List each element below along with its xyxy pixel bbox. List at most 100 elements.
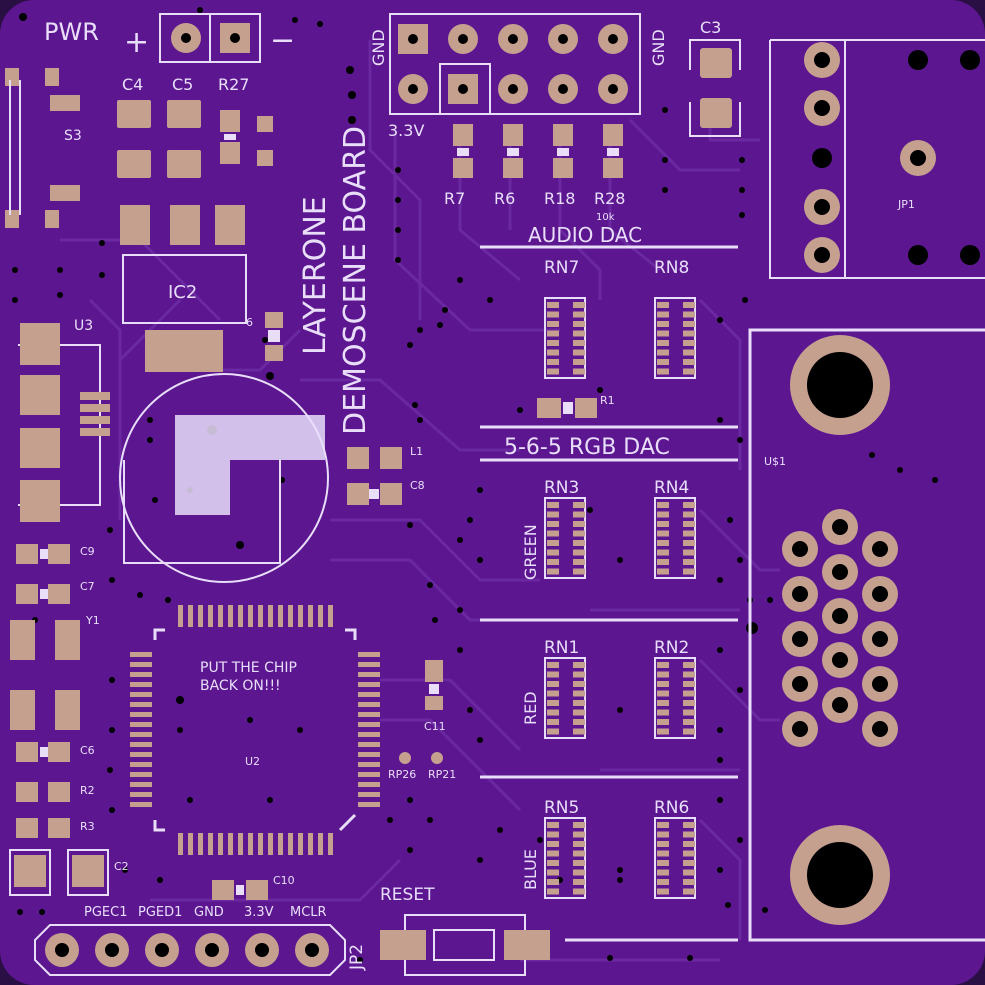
label-mclr: MCLR bbox=[290, 905, 327, 920]
vga-pin-hole bbox=[832, 652, 848, 668]
label-rgb-dac: 5-6-5 RGB DAC bbox=[504, 435, 670, 460]
rn-pad bbox=[683, 521, 695, 527]
rn-pad bbox=[657, 860, 669, 866]
vga-pin-hole bbox=[792, 541, 808, 557]
u2-pin bbox=[248, 833, 253, 855]
u2-pin bbox=[188, 605, 193, 627]
ic2-outline bbox=[122, 254, 247, 324]
label-c8: C8 bbox=[410, 479, 425, 492]
u2-pin bbox=[278, 605, 283, 627]
u2-pin bbox=[130, 722, 152, 727]
regulator-u3 bbox=[18, 323, 110, 522]
u2-pin bbox=[268, 833, 273, 855]
u2-pin bbox=[278, 833, 283, 855]
rn-pad bbox=[657, 330, 669, 337]
u2-pin bbox=[358, 692, 380, 697]
top-left-parts bbox=[5, 68, 283, 372]
c11-rp bbox=[399, 660, 443, 764]
rn-pad bbox=[683, 709, 695, 716]
rn-pad bbox=[683, 311, 695, 318]
u2-pin bbox=[130, 792, 152, 797]
rn-pad bbox=[683, 681, 695, 687]
u2-pin bbox=[358, 722, 380, 727]
rn-pad bbox=[547, 671, 559, 678]
rn-pad bbox=[657, 879, 669, 885]
label-r6: R6 bbox=[494, 189, 515, 208]
rn-pad bbox=[683, 368, 695, 375]
u2-pin bbox=[288, 605, 293, 627]
rn-pad bbox=[683, 302, 695, 308]
rn-pad bbox=[573, 822, 585, 828]
rn-pad bbox=[547, 321, 559, 327]
reset-button[interactable] bbox=[380, 914, 550, 976]
u2-pin bbox=[130, 782, 152, 787]
rn-pad bbox=[683, 549, 695, 556]
rn-pad bbox=[683, 869, 695, 876]
u2-pin bbox=[130, 732, 152, 737]
u2-pin bbox=[198, 833, 203, 855]
label-r28-value: 10k bbox=[596, 212, 615, 223]
u2-pin bbox=[358, 742, 380, 747]
rn-pad bbox=[547, 841, 559, 847]
rn-pad bbox=[657, 530, 669, 537]
u2-pin bbox=[218, 605, 223, 627]
label-reset: RESET bbox=[380, 885, 435, 905]
label-l1: L1 bbox=[410, 445, 423, 458]
u2-pin bbox=[258, 833, 263, 855]
rn-pad bbox=[657, 869, 669, 876]
u2-pin bbox=[288, 833, 293, 855]
u2-pin bbox=[218, 833, 223, 855]
rn-pad bbox=[547, 559, 559, 565]
label-rp26: RP26 bbox=[388, 768, 416, 781]
rn-pad bbox=[657, 340, 669, 346]
programming-header-jp2 bbox=[34, 924, 346, 976]
label-r3: R3 bbox=[80, 820, 95, 833]
rn-pad bbox=[657, 681, 669, 687]
u2-pin bbox=[298, 833, 303, 855]
u2-pin bbox=[328, 605, 333, 627]
rn-pad bbox=[683, 879, 695, 885]
u2-pin bbox=[228, 833, 233, 855]
rn-pad bbox=[573, 709, 585, 716]
resistor-r1 bbox=[537, 398, 597, 418]
label-rn5: RN5 bbox=[544, 798, 579, 818]
label-u3: U3 bbox=[74, 318, 93, 334]
label-s3: S3 bbox=[64, 128, 82, 144]
rn-pad bbox=[573, 681, 585, 687]
rn-pad bbox=[657, 502, 669, 508]
top-header bbox=[389, 13, 641, 115]
vga-pin-hole bbox=[872, 721, 888, 737]
label-c5: C5 bbox=[172, 75, 193, 94]
rn-pad bbox=[573, 700, 585, 706]
rn-pad bbox=[547, 502, 559, 508]
vga-pin-hole bbox=[832, 697, 848, 713]
label-rn4: RN4 bbox=[654, 478, 689, 498]
rn-pad bbox=[657, 368, 669, 375]
rn-pad bbox=[657, 311, 669, 318]
u2-pin bbox=[188, 833, 193, 855]
label-rp21: RP21 bbox=[428, 768, 456, 781]
rn-pad bbox=[547, 879, 559, 885]
rn-pad bbox=[547, 822, 559, 828]
vga-connector bbox=[748, 328, 985, 942]
rn-pad bbox=[683, 888, 695, 895]
rn-pad bbox=[547, 340, 559, 346]
u2-pin bbox=[130, 772, 152, 777]
rn-pad bbox=[547, 359, 559, 365]
rn-pad bbox=[573, 368, 585, 375]
rn-pad bbox=[683, 728, 695, 735]
u2-pin bbox=[208, 605, 213, 627]
rn-pad bbox=[683, 359, 695, 365]
vga-pin-hole bbox=[792, 676, 808, 692]
rn-pad bbox=[573, 728, 585, 735]
u2-pin bbox=[358, 802, 380, 807]
label-r18: R18 bbox=[544, 189, 575, 208]
rn-pad bbox=[547, 850, 559, 857]
u2-pin bbox=[318, 833, 323, 855]
rn-pad bbox=[573, 521, 585, 527]
u2-pin bbox=[208, 833, 213, 855]
rn-pad bbox=[547, 368, 559, 375]
u2-pin bbox=[308, 605, 313, 627]
u2-pin bbox=[130, 692, 152, 697]
rn-pad bbox=[547, 302, 559, 308]
